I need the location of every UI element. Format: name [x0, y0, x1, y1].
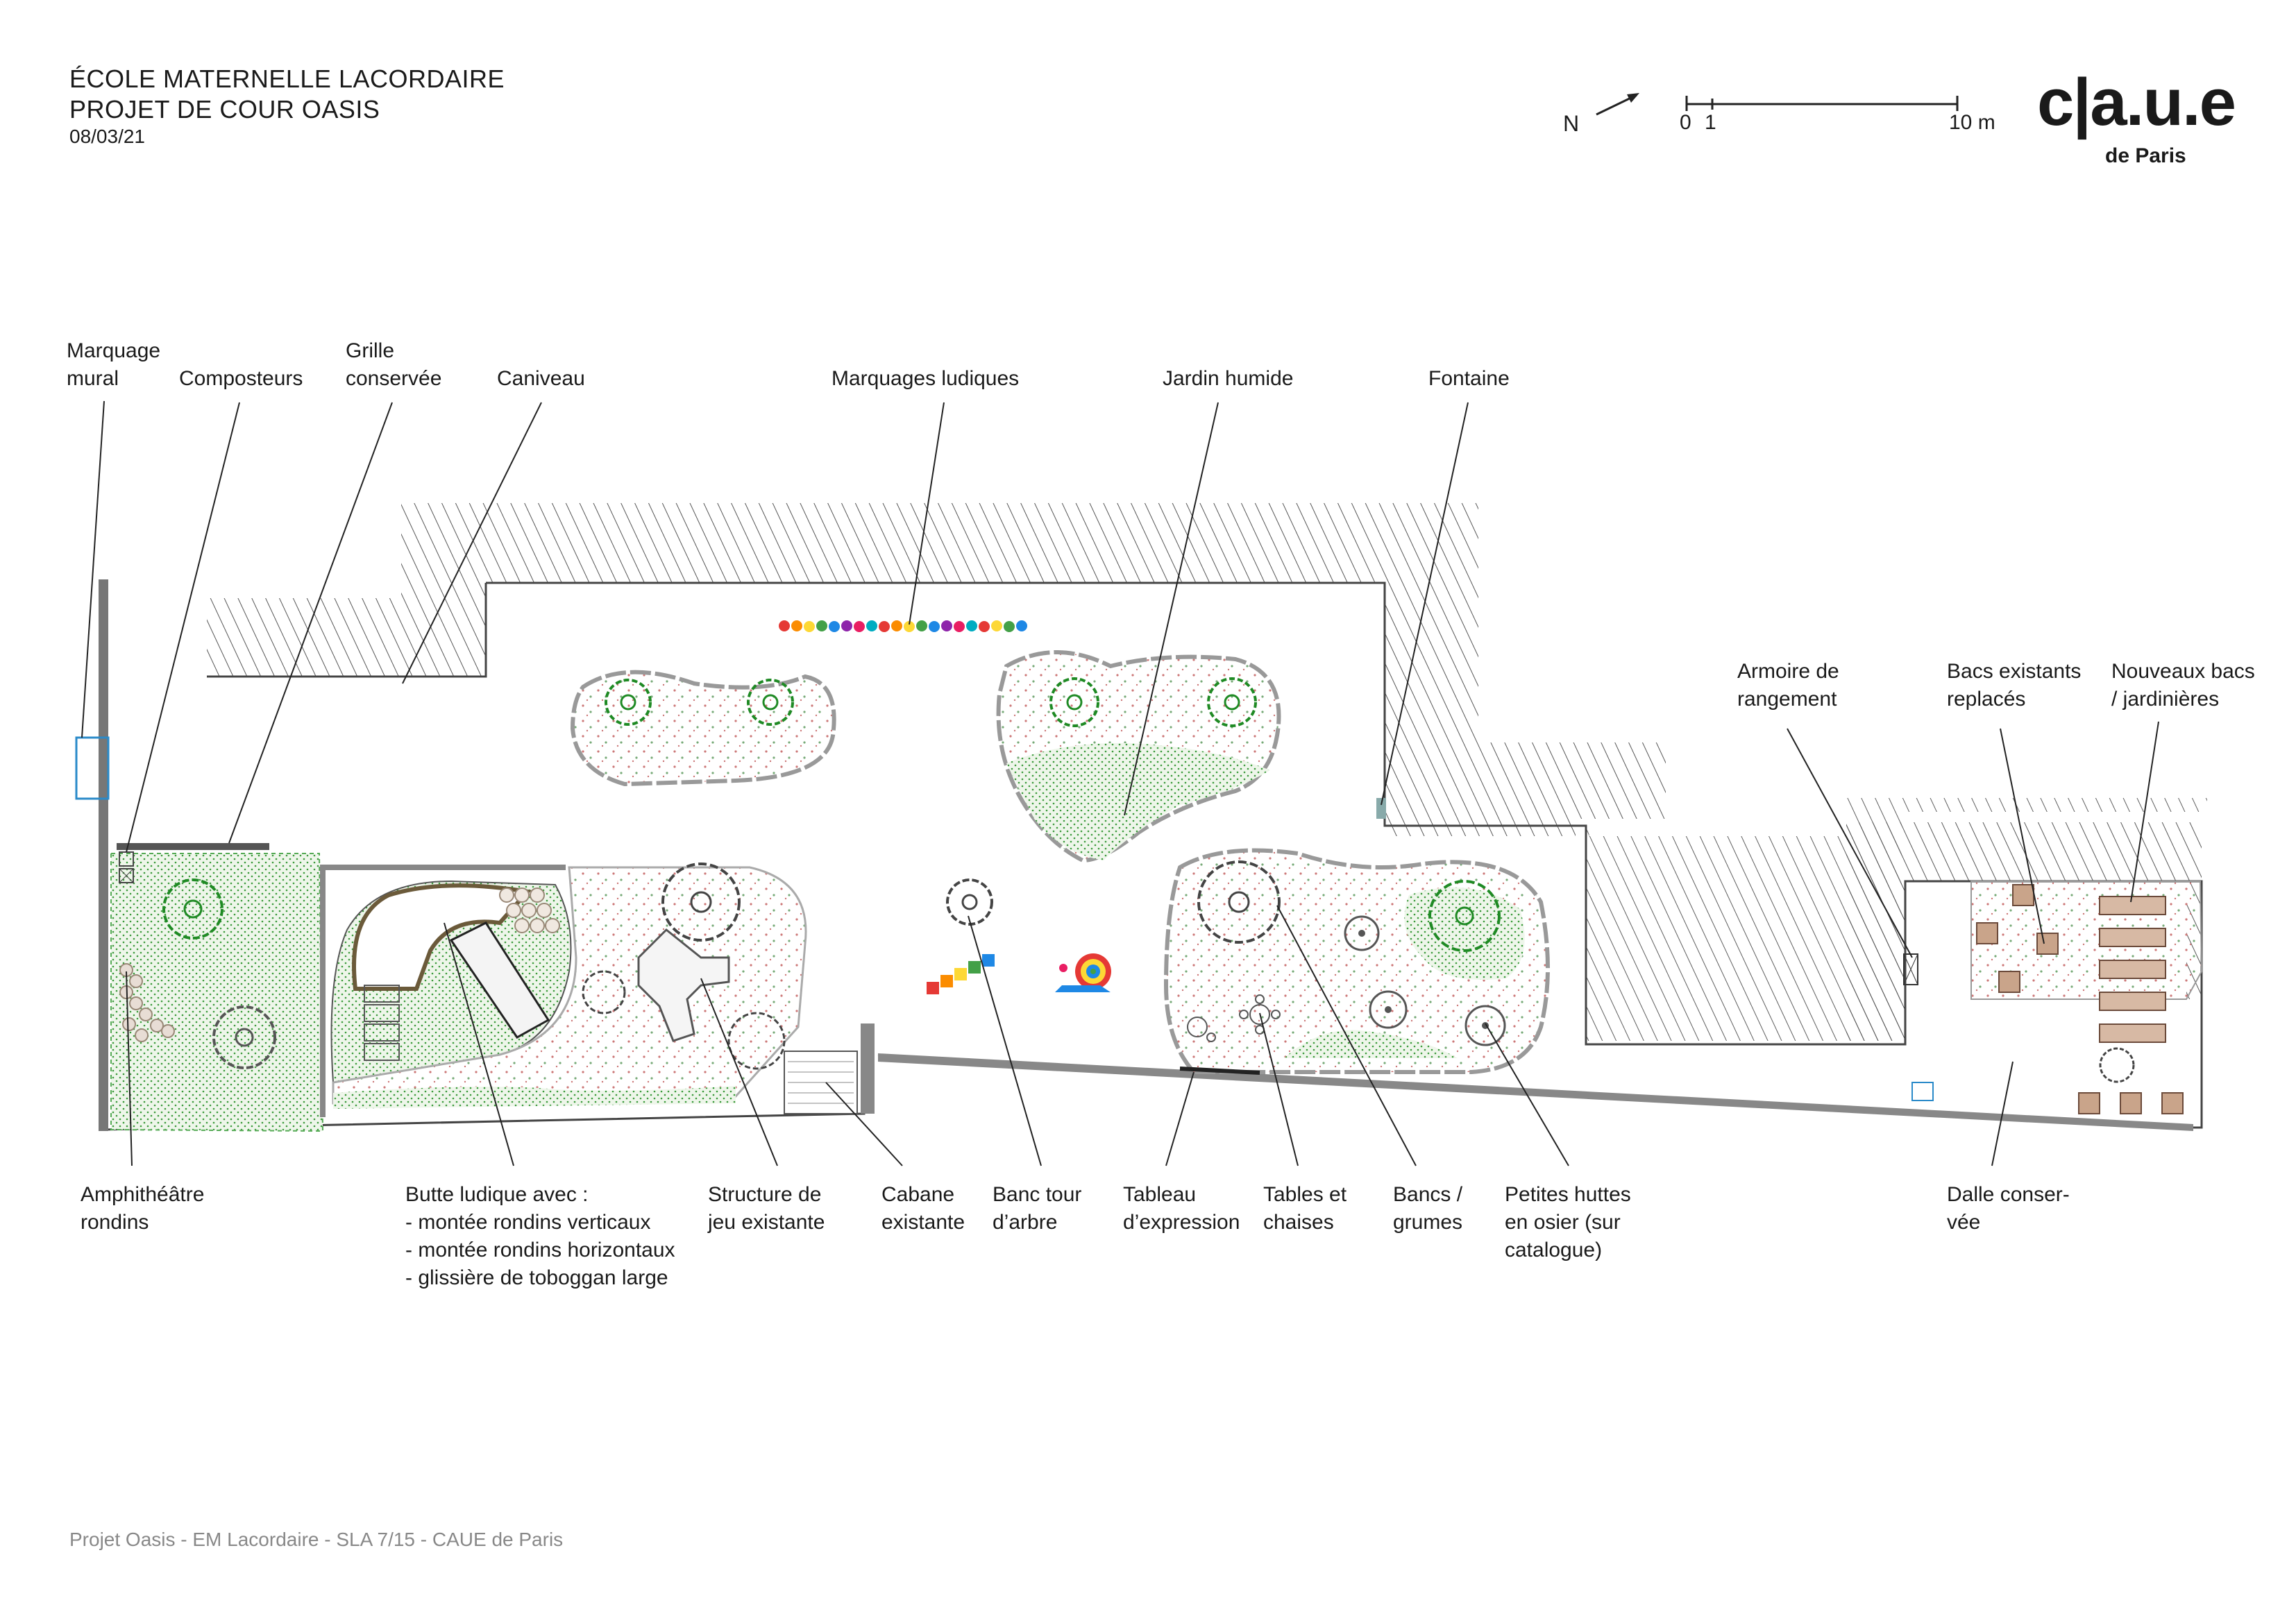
- label-caniveau: Caniveau: [497, 367, 585, 390]
- caue-logo: c|a.u.e de Paris: [2037, 65, 2236, 168]
- butte-path: [352, 883, 532, 991]
- label-bacs-existants: Bacs existants replacés: [1947, 660, 2082, 711]
- grass-patch: [1284, 1030, 1458, 1058]
- tree-icon: [212, 1005, 276, 1069]
- tree-icon: [2099, 1047, 2135, 1083]
- vertical-logs-icon: [499, 887, 560, 933]
- fountain-icon: [1376, 798, 1386, 819]
- leader-lines: [81, 400, 2159, 1166]
- wicker-hut-icon: [1344, 915, 1380, 951]
- scale-bar: [1685, 96, 1959, 111]
- retaining-wall: [320, 865, 566, 1117]
- label-cabane: Cabane existante: [881, 1183, 965, 1234]
- label-nouveaux-bacs: Nouveaux bacs / jardinières: [2111, 660, 2255, 711]
- existing-planter-icon: [1976, 884, 2184, 1114]
- tree-icon: [747, 679, 794, 726]
- project-title: PROJET DE COUR OASIS: [69, 95, 380, 124]
- scale-ten: 10 m: [1949, 111, 1995, 134]
- label-tableau: Tableau d’expression: [1123, 1183, 1240, 1234]
- tables-chairs-icon: [1187, 994, 1281, 1042]
- scale-one: 1: [1705, 111, 1716, 134]
- tree-icon: [605, 679, 652, 726]
- amphitheatre-zone: [110, 853, 324, 1132]
- north-arrow-icon: [1596, 93, 1639, 116]
- caue-logo-sub: de Paris: [2105, 144, 2186, 167]
- scale-zero: 0: [1680, 111, 1691, 134]
- log-seats-icon: [119, 963, 175, 1042]
- west-wall: [99, 579, 108, 1131]
- wall-marking-icon: [75, 736, 110, 800]
- tree-icon: [582, 970, 626, 1014]
- label-tables: Tables et chaises: [1263, 1183, 1347, 1234]
- label-marquage-mural: Marquage mural: [67, 339, 161, 390]
- tree-bench-icon: [946, 878, 993, 926]
- tree-icon: [661, 863, 741, 942]
- expression-board-icon: [1179, 1067, 1260, 1075]
- label-huttes: Petites huttes en osier (sur catalogue): [1505, 1183, 1631, 1261]
- hopscotch-marking-icon: [927, 954, 995, 994]
- grass-strip: [333, 1086, 736, 1109]
- north-label: N: [1563, 111, 1580, 136]
- label-grille: Grille conservée: [346, 339, 442, 390]
- slide-icon: [449, 921, 550, 1039]
- label-jardin-humide: Jardin humide: [1163, 367, 1294, 390]
- wet-garden-zone: [1006, 742, 1270, 860]
- wall-pier: [861, 1023, 875, 1114]
- label-banc-tour: Banc tour d’arbre: [993, 1183, 1082, 1234]
- tree-icon: [1049, 677, 1099, 727]
- tree-icon: [1197, 860, 1281, 944]
- south-wall: [878, 1053, 2193, 1131]
- plan-date: 08/03/21: [69, 126, 145, 147]
- label-structure: Structure de jeu existante: [708, 1183, 825, 1234]
- play-structure-icon: [637, 928, 730, 1042]
- label-butte: Butte ludique avec : - montée rondins ve…: [405, 1183, 675, 1289]
- label-armoire: Armoire de rangement: [1737, 660, 1839, 711]
- grass-patch: [1404, 887, 1525, 980]
- footer-credit: Projet Oasis - EM Lacordaire - SLA 7/15 …: [69, 1529, 564, 1550]
- playful-markings-dots: [779, 620, 1027, 632]
- label-amphitheatre: Amphithéâtre rondins: [81, 1183, 205, 1234]
- log-steps-icon: [364, 985, 400, 1061]
- caue-logo-mark: c|a.u.e: [2037, 65, 2236, 139]
- label-marquages-ludiques: Marquages ludiques: [832, 367, 1020, 390]
- adjacent-buildings: [207, 503, 2207, 1041]
- planting-bed-west: [570, 670, 836, 787]
- tree-icon: [1428, 880, 1501, 952]
- snail-marking-icon: [1055, 953, 1111, 992]
- label-fontaine: Fontaine: [1428, 367, 1510, 390]
- tree-icon: [1207, 677, 1257, 727]
- title-block: ÉCOLE MATERNELLE LACORDAIRE PROJET DE CO…: [69, 64, 505, 148]
- school-title: ÉCOLE MATERNELLE LACORDAIRE: [69, 65, 505, 93]
- tree-icon: [162, 878, 223, 940]
- grating-icon: [117, 843, 269, 850]
- tree-icon: [727, 1012, 786, 1070]
- label-bancs: Bancs / grumes: [1393, 1183, 1463, 1234]
- drain-icon: [1911, 1082, 1934, 1101]
- label-dalle: Dalle conser- vée: [1947, 1183, 2070, 1234]
- wicker-hut-icon: [1369, 990, 1408, 1029]
- label-composteurs: Composteurs: [179, 367, 303, 390]
- new-planter-icon: [2099, 896, 2166, 1043]
